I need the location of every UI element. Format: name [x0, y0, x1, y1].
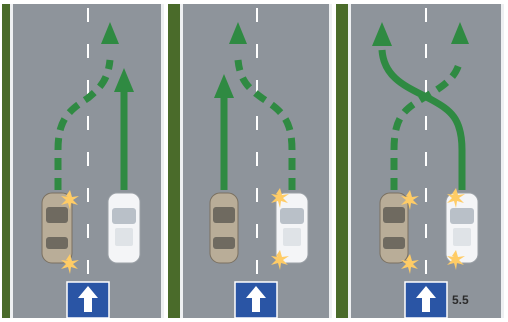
figure-number-label: 5.5	[452, 293, 469, 307]
curb-line	[348, 4, 351, 318]
curb-line	[180, 4, 183, 318]
curb-line	[329, 4, 332, 318]
panel-right	[336, 4, 504, 318]
curb-line	[10, 4, 13, 318]
panel-middle	[168, 4, 332, 318]
curb-line	[501, 4, 504, 318]
grass-strip	[168, 4, 180, 318]
car-icon	[42, 193, 72, 263]
grass-strip-left	[2, 4, 10, 318]
car-icon	[210, 193, 238, 263]
straight-ahead-sign-icon	[67, 282, 109, 318]
straight-ahead-sign-icon	[405, 282, 447, 318]
car-icon	[276, 193, 308, 263]
straight-ahead-sign-icon	[235, 282, 277, 318]
car-icon	[446, 193, 478, 263]
curb-line	[161, 4, 164, 318]
grass-strip	[336, 4, 348, 318]
panel-left	[2, 4, 164, 318]
car-icon	[108, 193, 140, 263]
